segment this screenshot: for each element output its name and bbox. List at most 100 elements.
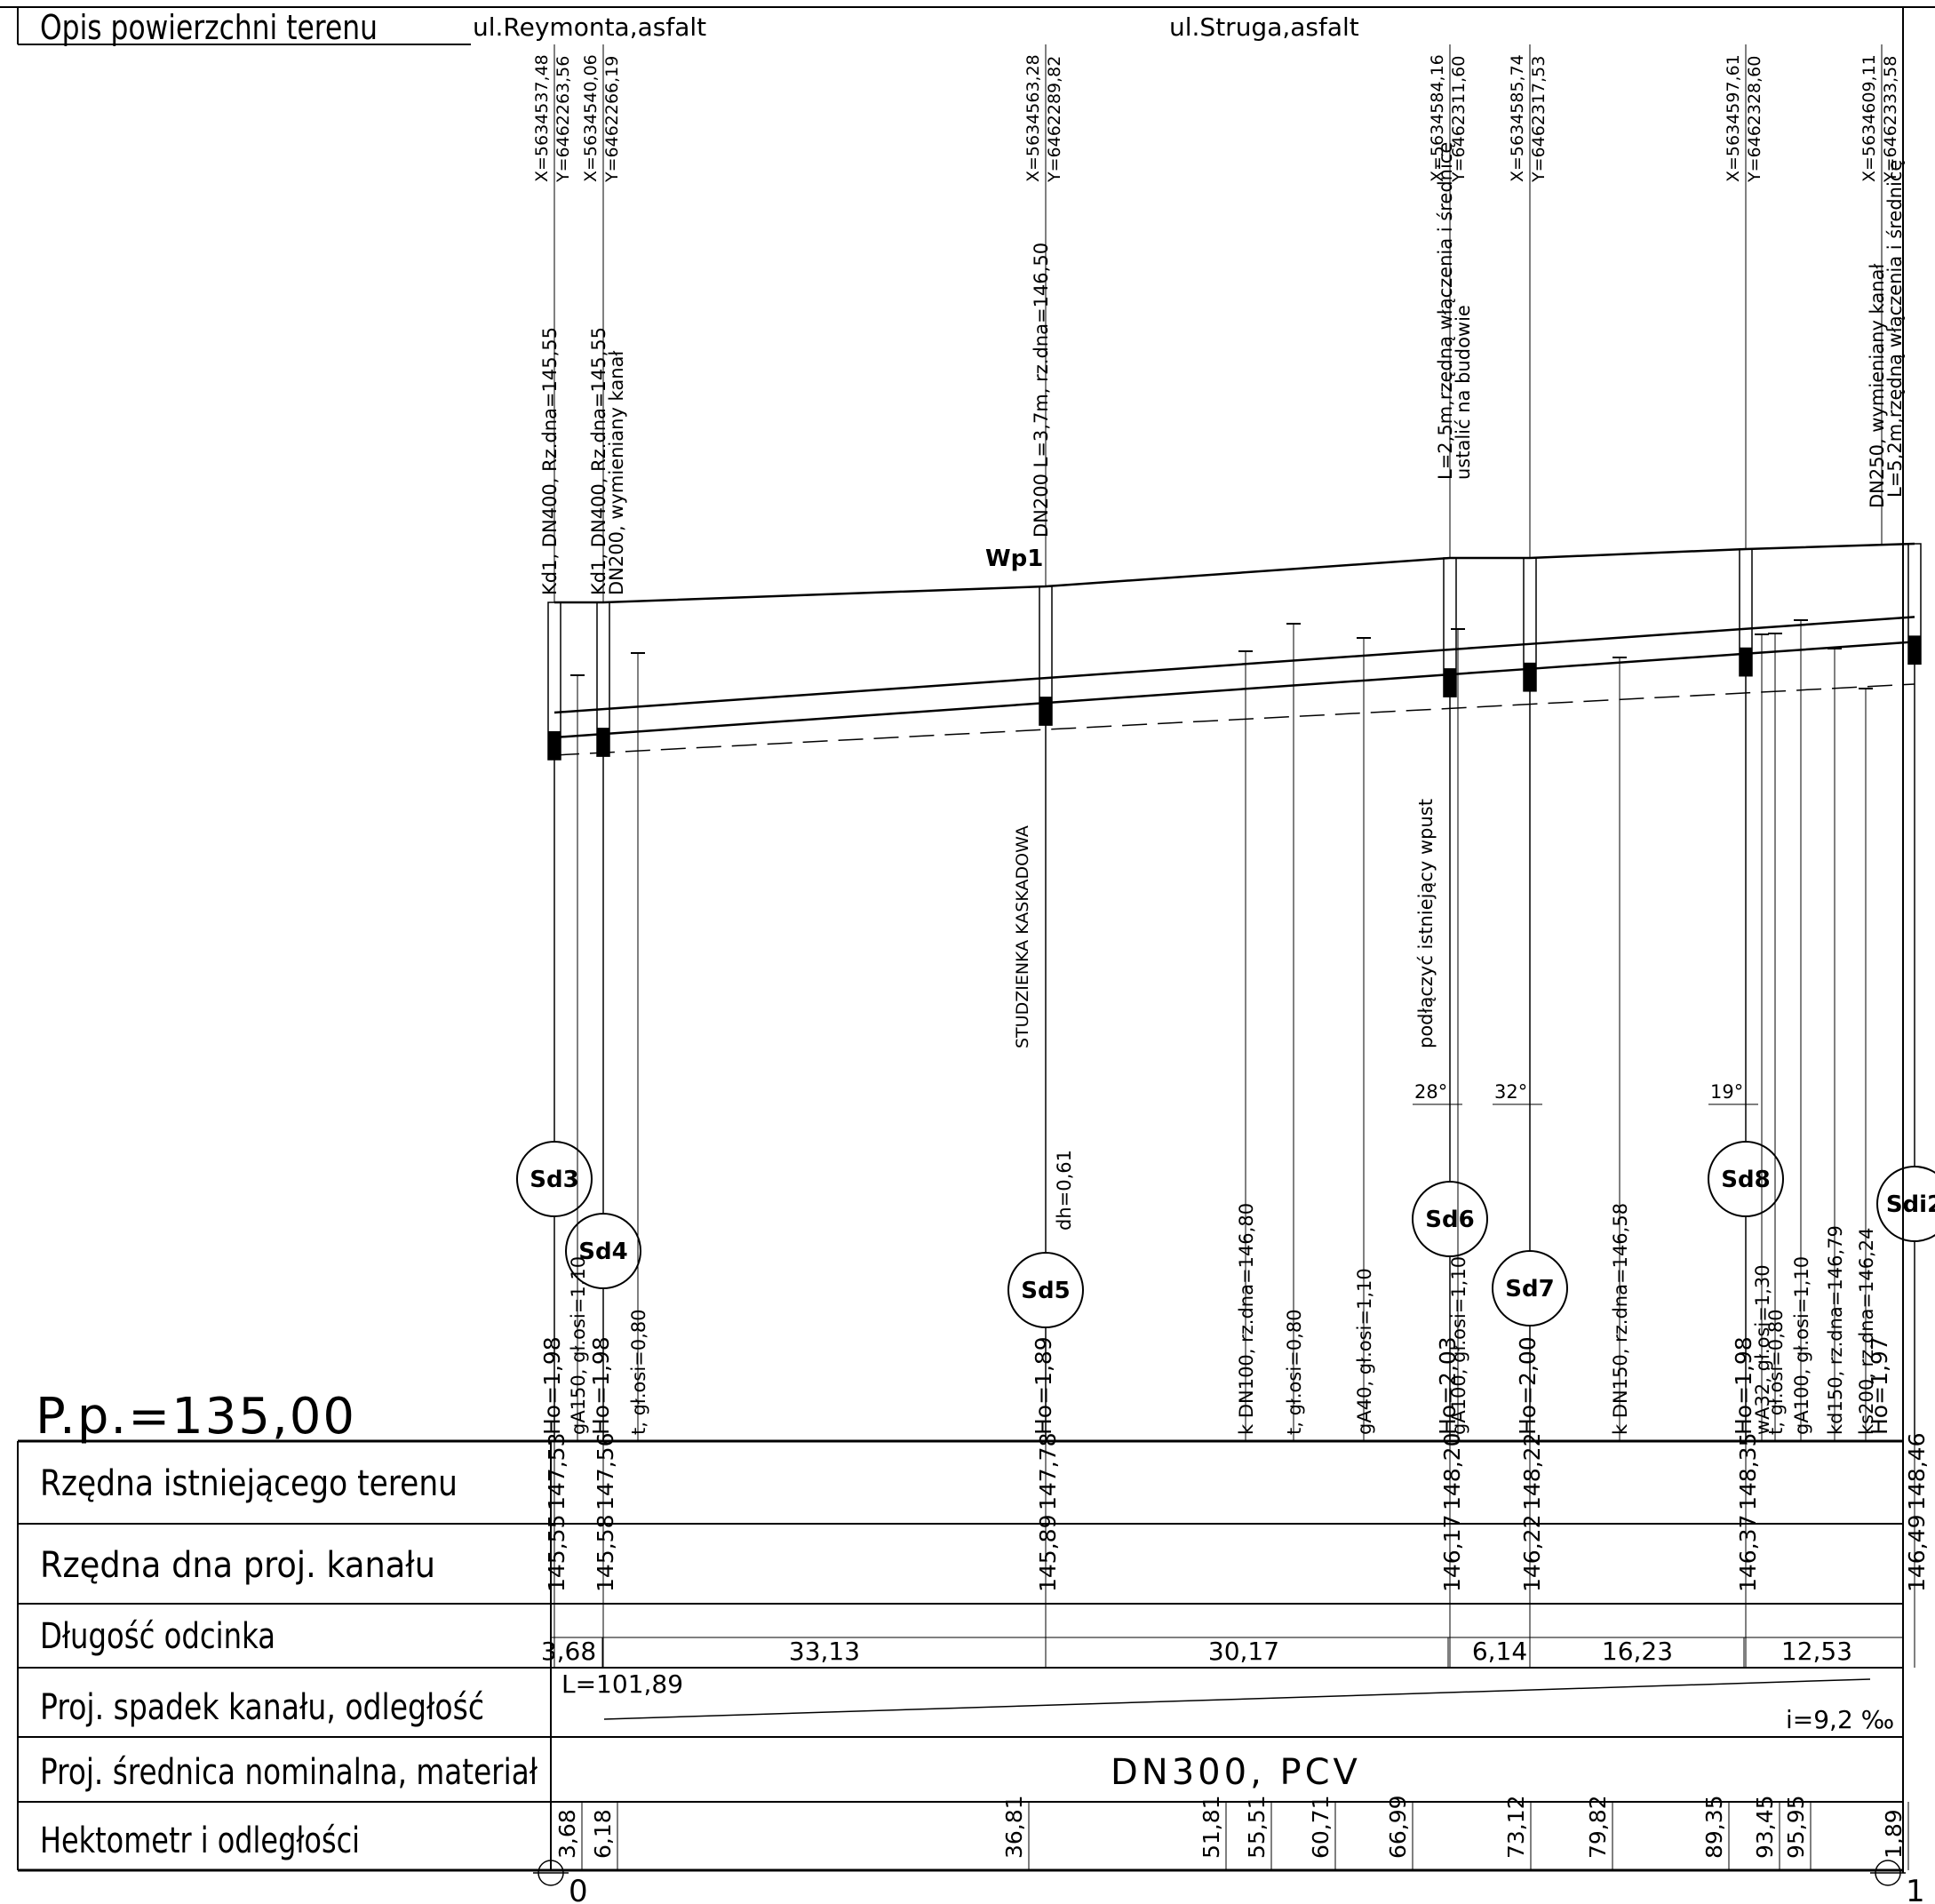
- table-grid: [0, 6, 1935, 1886]
- terrain-elevation-sd6: 148,20: [1439, 1433, 1465, 1510]
- well-id-circle: [565, 1213, 641, 1289]
- hectometer-start: 0: [569, 1874, 588, 1904]
- well-bottom-block: [1444, 668, 1456, 697]
- hectometer-value: 3,68: [554, 1809, 580, 1859]
- invert-elevation-sd8: 146,37: [1735, 1515, 1761, 1592]
- well-connection-note-2: L=5,2m,rzędną włączenia i średnicę: [1884, 160, 1906, 498]
- well-x-coordinate: X=5634597,61: [1724, 54, 1743, 182]
- well-connection-note: DN250, wymieniany kanał: [1867, 264, 1888, 508]
- utility-crossings: gA150, gł.osi=1,10 t, gł.osi=0,80 k DN100,…: [568, 619, 1877, 1441]
- hectometer-value: 79,82: [1585, 1795, 1611, 1859]
- segment-length: 33,13: [789, 1637, 860, 1666]
- well-x-coordinate: X=5634537,48: [532, 54, 552, 182]
- crossing-label: t, gł.osi=0,80: [628, 1309, 649, 1435]
- existing-pipe-dashed-line: [553, 683, 1915, 756]
- invert-elevation-sd7: 146,22: [1519, 1515, 1545, 1592]
- well-y-coordinate: Y=6462328,60: [1745, 56, 1764, 183]
- well-ho-label: Ho=1,98: [1731, 1336, 1756, 1435]
- hectometer-value: 51,81: [1198, 1795, 1224, 1859]
- well-ho-label: Ho=1,98: [588, 1336, 614, 1435]
- crossing-item: ks200, rz.dna=146,24: [1856, 688, 1877, 1441]
- well-id-label: Sd4: [578, 1239, 627, 1265]
- crossing-item: wA32, gł.osi=1,30: [1752, 633, 1773, 1441]
- well-x-coordinate: X=5634563,28: [1023, 54, 1043, 182]
- well-y-coordinate: Y=6462266,19: [602, 56, 622, 183]
- well-x-coordinate: X=5634585,74: [1508, 54, 1527, 182]
- crossing-item: kd150, rz.dna=146,79: [1825, 648, 1846, 1441]
- well-angle-label: 19°: [1710, 1081, 1743, 1103]
- crossing-item: t, gł.osi=0,80: [628, 652, 649, 1441]
- well-x-coordinate: X=5634540,06: [581, 54, 601, 182]
- terrain-line: [554, 542, 1915, 604]
- row-label-slope: Proj. spadek kanału, odległość: [40, 1687, 484, 1728]
- well-bottom-block: [548, 731, 561, 760]
- well-y-coordinate: Y=6462263,56: [553, 56, 573, 183]
- well-bottom-block: [1039, 697, 1052, 726]
- well-tag-label: Wp1: [985, 546, 1043, 572]
- well-id-circle: [1007, 1252, 1084, 1328]
- well-x-coordinate: X=5634584,16: [1428, 54, 1447, 182]
- well-bottom-block: [1740, 647, 1752, 676]
- well-connection-note: Kd1, DN400, Rz.dna=145,55: [588, 327, 609, 595]
- hectometer-value: 60,71: [1308, 1795, 1334, 1859]
- hectometer-value: 6,18: [590, 1809, 616, 1859]
- invert-elevation-sdi2: 146,49: [1904, 1515, 1930, 1592]
- well-bottom-block: [597, 728, 609, 757]
- crossing-item: gA40, gł.osi=1,10: [1354, 637, 1375, 1441]
- well-y-coordinate: Y=6462289,82: [1045, 56, 1064, 183]
- well-ho-label: Ho=1,97: [1867, 1336, 1892, 1435]
- row-label-diameter: Proj. średnica nominalna, materiał: [40, 1752, 538, 1793]
- segment-length: 3,68: [541, 1637, 596, 1666]
- well-id-label: Sd7: [1505, 1276, 1554, 1303]
- crossing-item: k DN100, rz.dna=146,80: [1236, 650, 1257, 1441]
- well-connection-note: L=2,5m,rzędną włączenia i średnicę: [1435, 142, 1456, 480]
- crossing-label: wA32, gł.osi=1,30: [1752, 1264, 1773, 1435]
- well-id-circle: [1708, 1141, 1784, 1217]
- well-angle-label: 32°: [1494, 1081, 1527, 1103]
- terrain-elevation-sd5: 147,78: [1035, 1433, 1061, 1510]
- crossing-label: t, gł.osi=0,80: [1765, 1309, 1787, 1435]
- invert-elevation-sd3: 145,55: [544, 1515, 569, 1592]
- segment-length: 30,17: [1208, 1637, 1279, 1666]
- terrain-profile-line: [554, 542, 1915, 604]
- invert-elevation-sd6: 146,17: [1439, 1515, 1465, 1592]
- crossing-label: gA100, gł.osi=1,10: [1448, 1256, 1469, 1435]
- well-connection-note: Kd1, DN400, Rz.dna=145,55: [539, 327, 561, 595]
- well-connection-note: DN200 L=3,7m, rz.dna=146,50: [1031, 243, 1052, 538]
- well-id-circle: [1412, 1181, 1488, 1257]
- total-length-label: L=101,89: [561, 1669, 683, 1699]
- well-id-label: Sdi2: [1886, 1191, 1935, 1218]
- hectometer-value: 66,99: [1385, 1795, 1411, 1859]
- crossing-label: gA150, gł.osi=1,10: [568, 1256, 589, 1435]
- hectometer-value: 73,12: [1503, 1795, 1529, 1859]
- well-bottom-block: [1524, 662, 1536, 691]
- slope-label: i=9,2 ‰: [1786, 1705, 1894, 1734]
- well-y-coordinate: Y=6462317,53: [1529, 56, 1549, 183]
- well-ho-label: Ho=2,03: [1435, 1336, 1461, 1435]
- segment-length: 16,23: [1602, 1637, 1673, 1666]
- well-drop-height: dh=0,61: [1054, 1150, 1075, 1231]
- street-reymonta-label: ul.Reymonta,asfalt: [473, 12, 706, 42]
- well-ho-label: Ho=2,00: [1515, 1336, 1541, 1435]
- surface-description-label: Opis powierzchni terenu: [40, 8, 378, 47]
- terrain-elevation-sd7: 148,22: [1519, 1433, 1545, 1510]
- pipe-crown-line: [553, 616, 1915, 714]
- hectometer-value: 95,95: [1783, 1795, 1809, 1859]
- terrain-elevation-sdi2: 148,46: [1904, 1433, 1930, 1510]
- well-id-label: Sd3: [530, 1167, 578, 1193]
- crossing-item: gA100, gł.osi=1,10: [1791, 619, 1812, 1441]
- invert-elevation-sd5: 145,89: [1035, 1515, 1061, 1592]
- terrain-elevation-sd3: 147,53: [544, 1433, 569, 1510]
- well-id-circle: [1876, 1166, 1935, 1242]
- crossing-item: k DN150, rz.dna=146,58: [1610, 657, 1631, 1441]
- well-id-circle: [1492, 1250, 1568, 1326]
- well-sdi2: X=5634609,11Y=6462333,58Sdi2Ho=1,97DN250…: [1859, 44, 1935, 1441]
- crossing-item: t, gł.osi=0,80: [1765, 633, 1787, 1441]
- crossing-item: t, gł.osi=0,80: [1284, 623, 1305, 1441]
